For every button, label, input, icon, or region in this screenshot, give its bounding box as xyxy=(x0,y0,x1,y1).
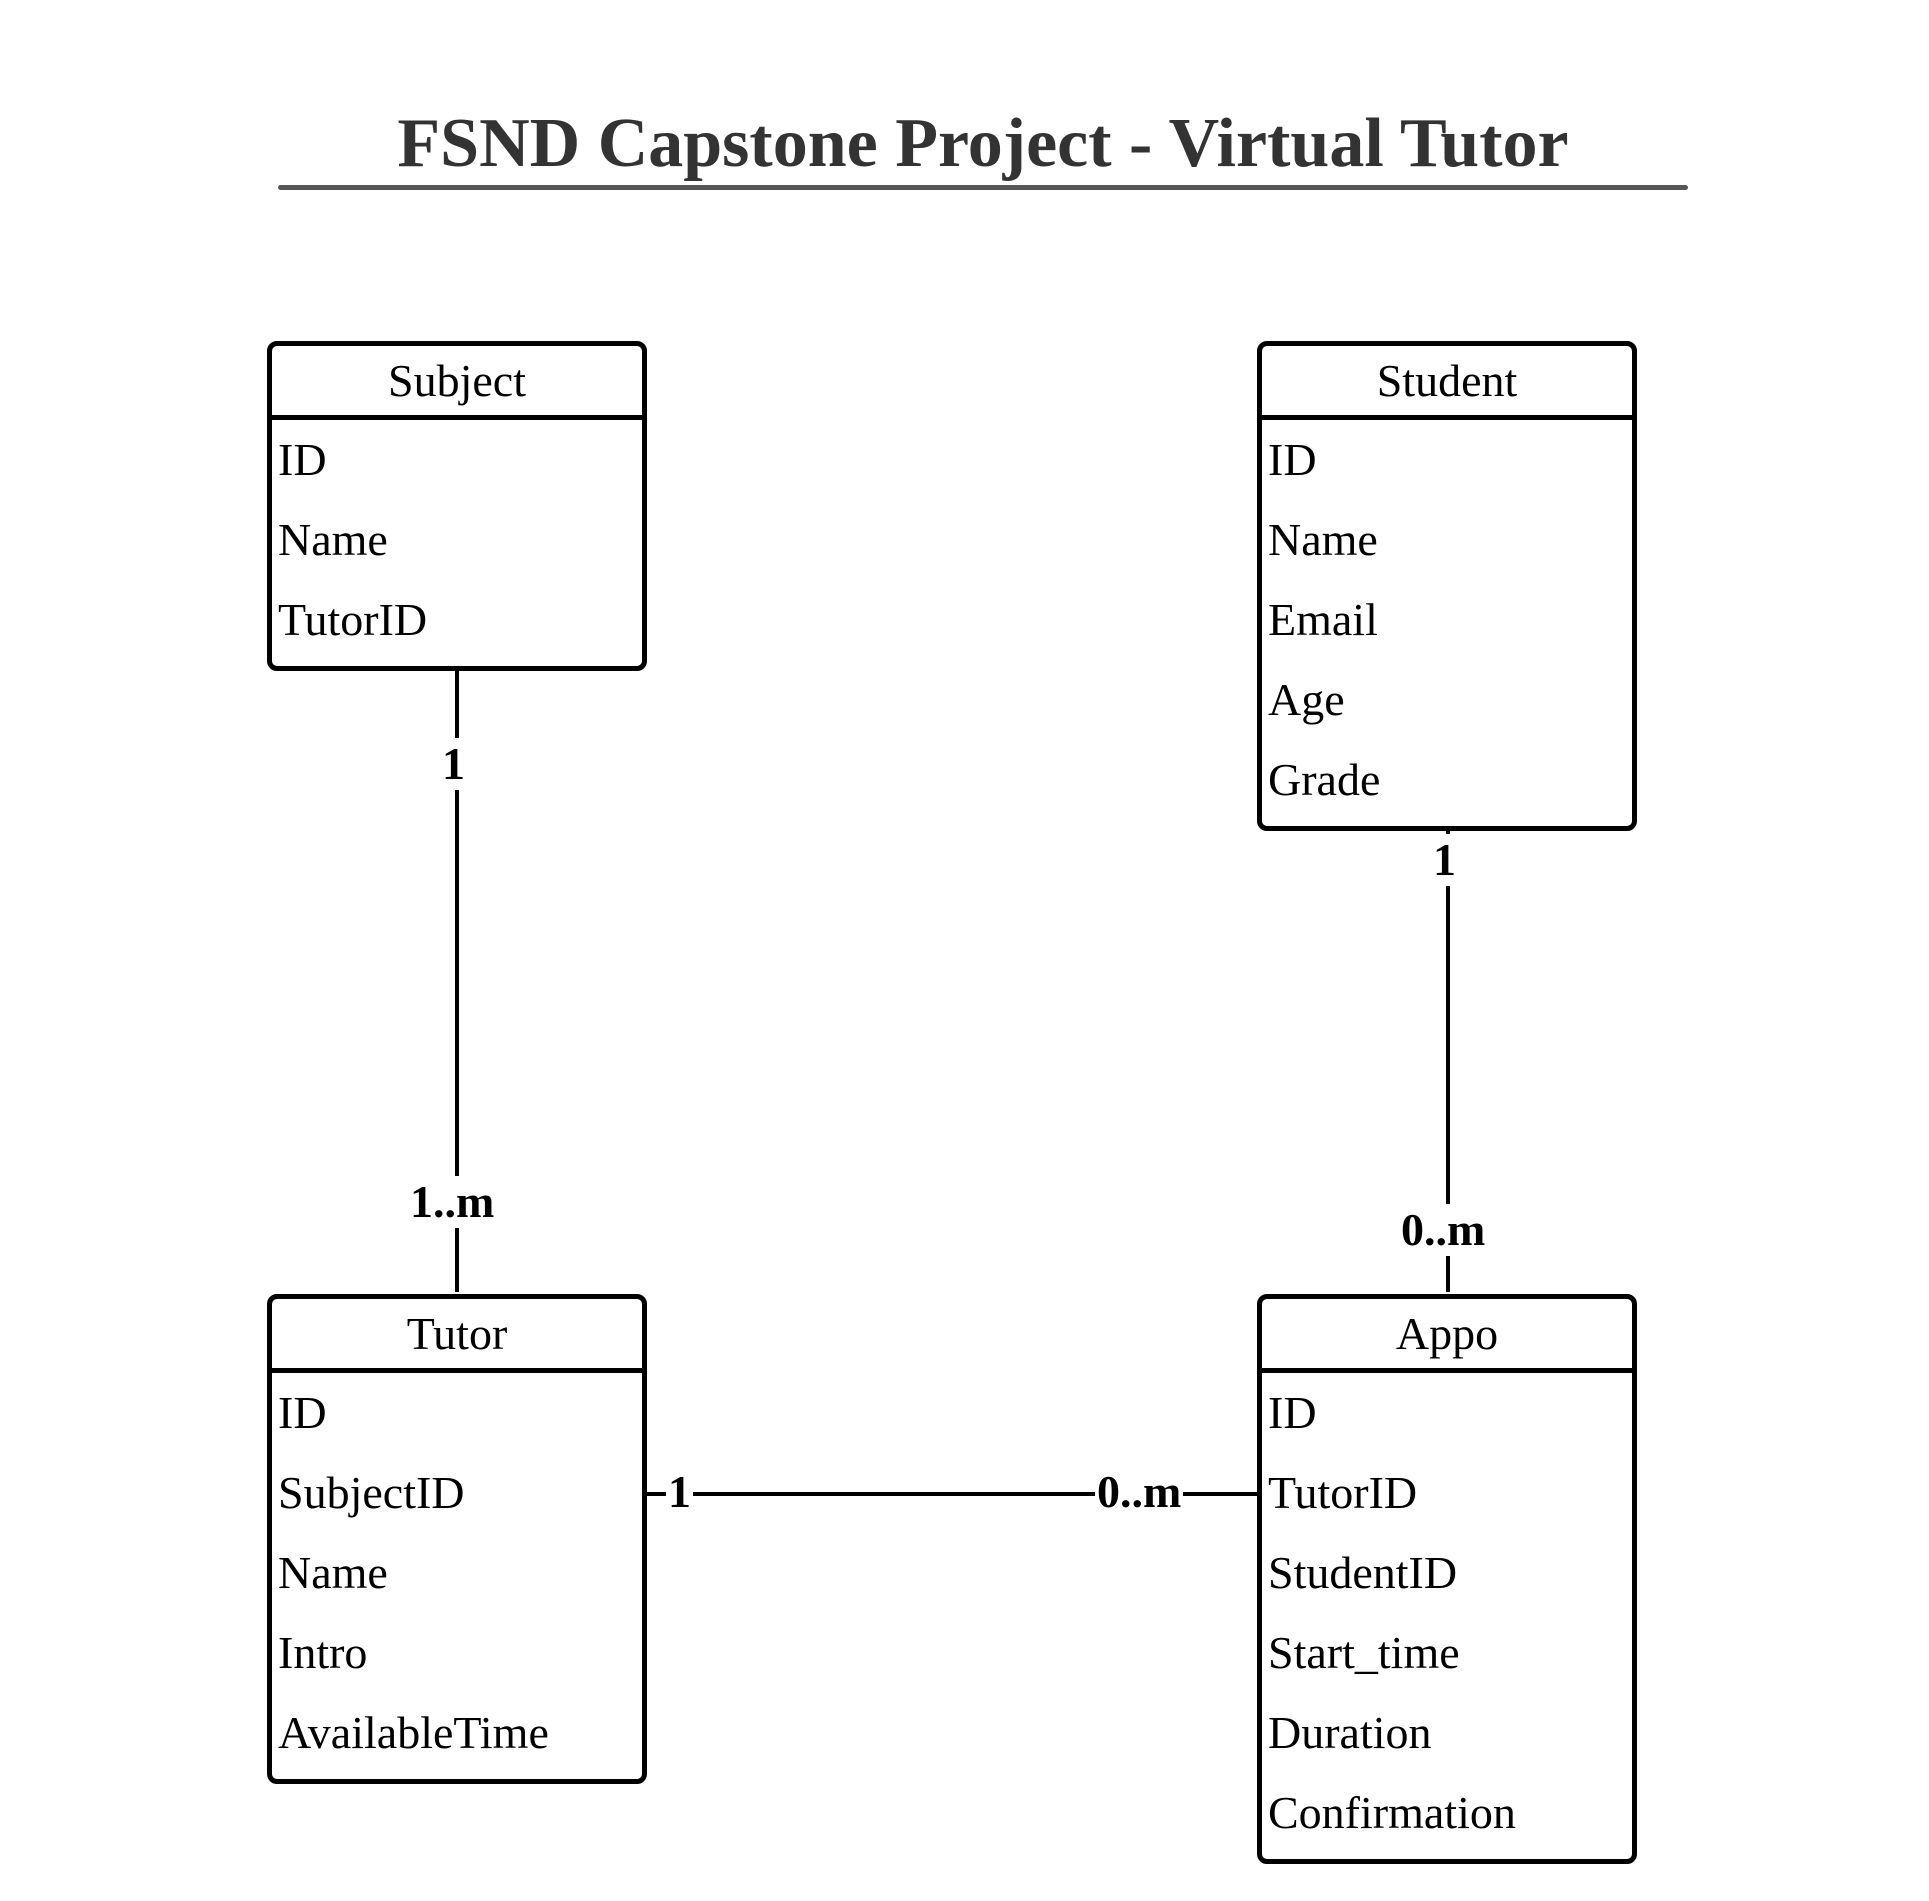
entity-tutor-field: ID xyxy=(278,1387,327,1438)
entity-appo-field: Duration xyxy=(1268,1707,1432,1758)
entity-student-field: Email xyxy=(1268,594,1378,645)
cardinality-tutor-one: 1 xyxy=(666,1466,693,1518)
entity-student-name: Student xyxy=(1262,346,1632,420)
title-underline xyxy=(278,185,1688,190)
entity-tutor-field: SubjectID xyxy=(278,1467,465,1518)
entity-student-fields: ID Name Email Age Grade xyxy=(1262,420,1632,826)
entity-student-field: ID xyxy=(1268,434,1317,485)
cardinality-appo-zero-to-many-tutor: 0..m xyxy=(1095,1466,1184,1518)
entity-tutor-field: Name xyxy=(278,1547,388,1598)
entity-student-field: Grade xyxy=(1268,754,1381,805)
entity-tutor-fields: ID SubjectID Name Intro AvailableTime xyxy=(272,1373,642,1779)
entity-subject[interactable]: Subject ID Name TutorID xyxy=(267,341,647,671)
cardinality-appo-zero-to-many-student: 0..m xyxy=(1399,1204,1488,1256)
cardinality-subject-one: 1 xyxy=(440,738,467,790)
entity-appo-field: ID xyxy=(1268,1387,1317,1438)
entity-subject-name: Subject xyxy=(272,346,642,420)
entity-student[interactable]: Student ID Name Email Age Grade xyxy=(1257,341,1637,831)
diagram-title: FSND Capstone Project - Virtual Tutor xyxy=(397,105,1569,182)
entity-subject-fields: ID Name TutorID xyxy=(272,420,642,666)
entity-appo-field: StudentID xyxy=(1268,1547,1458,1598)
entity-student-field: Name xyxy=(1268,514,1378,565)
entity-appo-field: TutorID xyxy=(1268,1467,1418,1518)
entity-appo[interactable]: Appo ID TutorID StudentID Start_time Dur… xyxy=(1257,1294,1637,1864)
entity-student-field: Age xyxy=(1268,674,1345,725)
cardinality-student-one: 1 xyxy=(1431,834,1458,886)
entity-tutor-field: Intro xyxy=(278,1627,368,1678)
entity-appo-name: Appo xyxy=(1262,1299,1632,1373)
entity-tutor-name: Tutor xyxy=(272,1299,642,1373)
entity-appo-field: Start_time xyxy=(1268,1627,1460,1678)
entity-subject-field: TutorID xyxy=(278,594,428,645)
entity-appo-field: Confirmation xyxy=(1268,1787,1516,1838)
entity-tutor[interactable]: Tutor ID SubjectID Name Intro AvailableT… xyxy=(267,1294,647,1784)
entity-subject-field: ID xyxy=(278,434,327,485)
entity-tutor-field: AvailableTime xyxy=(278,1707,549,1758)
entity-appo-fields: ID TutorID StudentID Start_time Duration… xyxy=(1262,1373,1632,1859)
entity-subject-field: Name xyxy=(278,514,388,565)
cardinality-tutor-one-to-many: 1..m xyxy=(408,1176,497,1228)
